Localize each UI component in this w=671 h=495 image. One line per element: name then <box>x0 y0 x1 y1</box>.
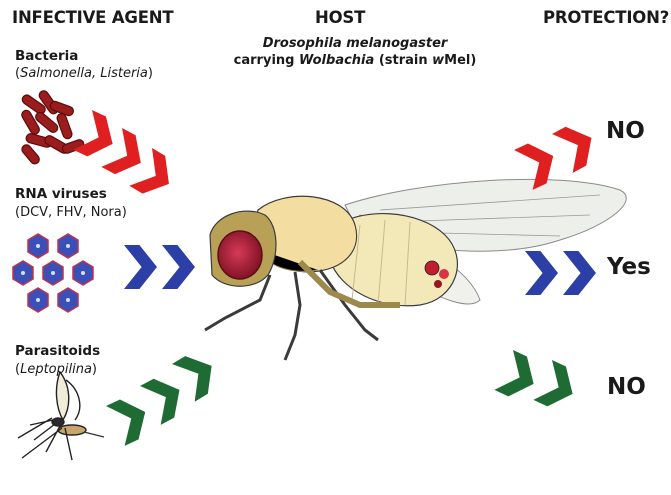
bacteria-icon <box>20 89 85 166</box>
paren-text: ) <box>92 362 97 377</box>
outcome-parasitoid-chevrons <box>494 350 582 414</box>
header-infective-agent: INFECTIVE AGENT <box>12 8 173 27</box>
host-wolbachia-caption: carrying Wolbachia (strain wMel) <box>190 53 520 68</box>
parasitoid-genus-text: Leptopilina <box>20 362 92 377</box>
outcome-viruses: Yes <box>607 254 651 280</box>
agent-virus-examples: (DCV, FHV, Nora) <box>15 205 127 220</box>
bacteria-species-text: Salmonella, Listeria <box>20 66 148 81</box>
agent-bacteria-label: Bacteria <box>15 48 78 64</box>
outcome-virus-chevrons <box>525 251 596 295</box>
host-species-caption: Drosophila melanogaster <box>190 36 520 51</box>
caption-text: w <box>432 53 444 68</box>
caption-text: Mel) <box>444 53 476 68</box>
caption-text: (strain <box>374 53 432 68</box>
outcome-parasitoids: NO <box>607 374 646 400</box>
outcome-bacteria: NO <box>606 118 645 144</box>
agent-parasitoid-label: Parasitoids <box>15 343 100 359</box>
agent-virus-label: RNA viruses <box>15 186 107 202</box>
agent-parasitoid-examples: (Leptopilina) <box>15 362 97 377</box>
fly-illustration <box>205 179 626 360</box>
virus-chevrons <box>124 245 195 289</box>
caption-text: Wolbachia <box>299 53 374 68</box>
header-protection: PROTECTION? <box>543 8 669 27</box>
header-host: HOST <box>315 8 365 27</box>
paren-text: ) <box>148 66 153 81</box>
parasitoid-chevrons <box>106 347 223 446</box>
wasp-icon <box>18 372 104 460</box>
agent-bacteria-examples: (Salmonella, Listeria) <box>15 66 153 81</box>
caption-text: carrying <box>234 53 299 68</box>
